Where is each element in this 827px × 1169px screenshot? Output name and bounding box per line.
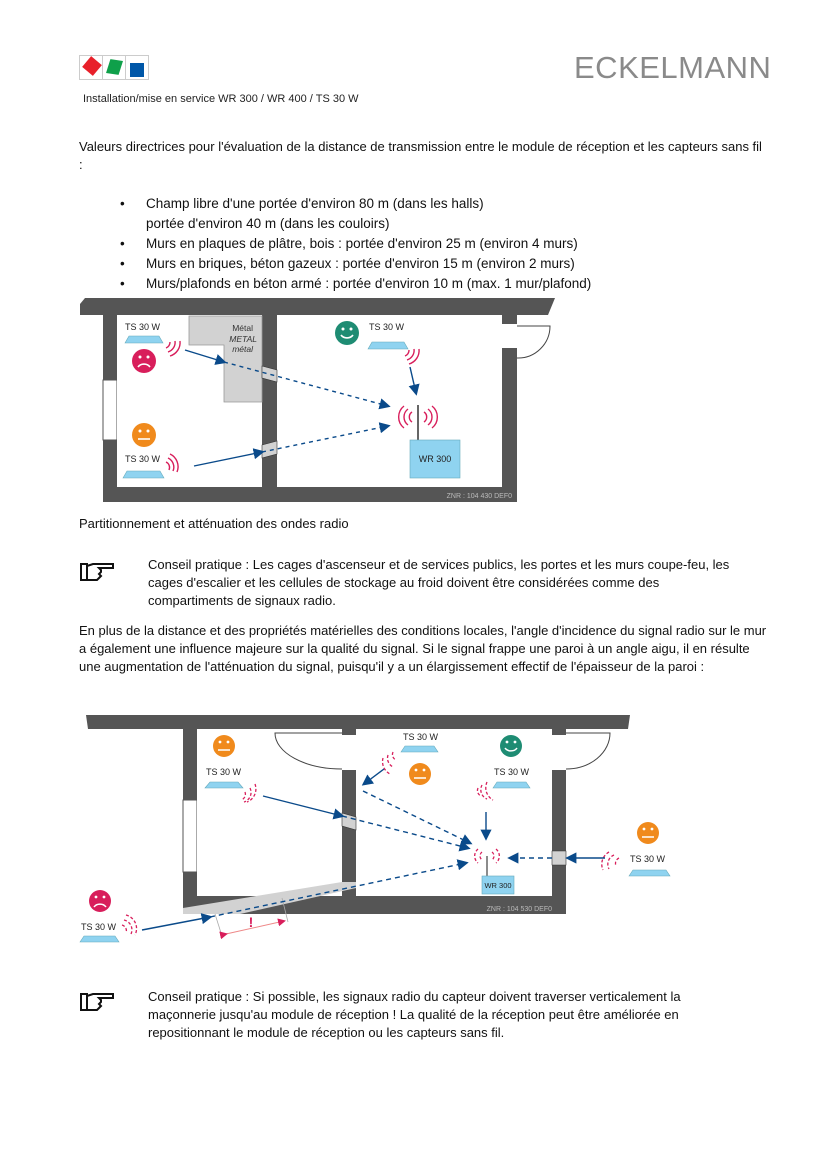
signal-arrow (361, 768, 385, 786)
figure-caption: Partitionnement et atténuation des ondes… (79, 516, 349, 531)
door-swing (516, 325, 551, 359)
warning-mark: ! (249, 914, 254, 930)
sensor-icon (124, 335, 164, 344)
sensor-label: TS 30 W (206, 767, 242, 777)
signal-waves-icon (121, 751, 620, 936)
signal-arrow (184, 349, 227, 365)
incidence-angle-paragraph: En plus de la distance et des propriétés… (79, 623, 767, 674)
list-item: •Murs en plaques de plâtre, bois : porté… (120, 236, 578, 251)
sensor-label: TS 30 W (494, 767, 530, 777)
drawing-number: ZNR : 104 530 DEF0 (487, 906, 552, 913)
signal-arrow (141, 913, 213, 931)
document-subtitle: Installation/mise en service WR 300 / WR… (83, 93, 359, 105)
neutral-face-icon (637, 822, 659, 844)
list-item-text: Murs en briques, béton gazeux : portée d… (146, 256, 575, 271)
metal-label: METAL (229, 334, 257, 344)
sensor-icon (367, 341, 409, 350)
neutral-face-icon (213, 735, 235, 757)
door-swing (274, 732, 343, 770)
neutral-face-icon (409, 763, 431, 785)
list-item: •Murs en briques, béton gazeux : portée … (120, 256, 575, 271)
receiver-waves-icon (474, 848, 500, 864)
signal-waves-icon (165, 340, 420, 473)
sensor-icon (492, 781, 531, 789)
ceiling-slab (86, 715, 630, 729)
sensor-label: TS 30 W (369, 322, 405, 332)
sad-face-icon (132, 349, 156, 373)
thickness-dimension (219, 918, 286, 940)
list-item: •Champ libre d'une portée d'environ 80 m… (120, 196, 484, 231)
signal-arrow (193, 448, 265, 467)
sensor-icon (204, 781, 244, 789)
neutral-face-icon (132, 423, 156, 447)
middle-wall (342, 770, 356, 896)
range-guideline-list: •Champ libre d'une portée d'environ 80 m… (120, 194, 591, 294)
signal-arrow-attenuated (209, 859, 469, 918)
list-item-text: Murs en plaques de plâtre, bois : portée… (146, 236, 578, 251)
sensor-icon (122, 470, 165, 479)
receiver-waves-icon (398, 405, 438, 429)
pointing-hand-icon (80, 563, 114, 581)
sensor-label: TS 30 W (81, 922, 117, 932)
sensor-label: TS 30 W (630, 854, 666, 864)
signal-arrow (262, 795, 345, 820)
window (182, 799, 198, 873)
angled-wall-penetration (183, 882, 356, 914)
wall-penetration (261, 365, 278, 383)
happy-face-icon (500, 735, 522, 757)
sensor-label: TS 30 W (125, 454, 161, 464)
right-wall (502, 315, 517, 487)
receiver-label: WR 300 (419, 454, 452, 464)
happy-face-icon (335, 321, 359, 345)
wall-penetration (551, 850, 567, 866)
metal-label: Métal (232, 323, 253, 333)
door-swing (565, 732, 611, 770)
intro-paragraph: Valeurs directrices pour l'évaluation de… (79, 139, 762, 172)
brand-name: ECKELMANN (574, 50, 772, 85)
list-item-text: Champ libre d'une portée d'environ 80 m … (146, 196, 484, 211)
signal-arrow-attenuated (341, 815, 471, 852)
practical-tip: Conseil pratique : Les cages d'ascenseur… (148, 557, 730, 608)
logo-blue-square (126, 56, 148, 79)
list-item-text: Murs/plafonds en béton armé : portée d'e… (146, 276, 592, 291)
middle-wall (262, 315, 277, 487)
ceiling-slab (80, 298, 555, 315)
sensor-label: TS 30 W (403, 732, 439, 742)
signal-arrow-attenuated (362, 790, 473, 845)
floor-wall (103, 487, 517, 502)
right-wall (552, 770, 566, 896)
diagram-partitioning: Métal METAL métal TS 30 W TS 30 W TS 30 … (80, 298, 555, 502)
window (102, 379, 118, 441)
practical-tip: Conseil pratique : Si possible, les sign… (148, 989, 681, 1040)
list-item: •Murs/plafonds en béton armé : portée d'… (120, 276, 592, 291)
receiver-label: WR 300 (484, 881, 511, 890)
receiver-module (481, 875, 515, 895)
logo-green-square (103, 56, 126, 79)
company-logo (79, 55, 149, 80)
pointing-hand-icon (80, 993, 114, 1011)
receiver-module (409, 439, 461, 479)
sensor-icon (79, 935, 120, 943)
signal-arrow-attenuated (261, 422, 391, 453)
door-opening (502, 324, 517, 348)
list-item-text-continued: portée d'environ 40 m (dans les couloirs… (146, 216, 390, 231)
metal-label: métal (232, 344, 254, 354)
sad-face-icon (89, 890, 111, 912)
sensor-label: TS 30 W (125, 322, 161, 332)
diagram-incidence-angle: ! TS 30 W TS 30 W TS 30 W TS 30 W TS 30 … (79, 715, 671, 943)
logo-red-square (80, 56, 103, 79)
sensor-icon (400, 745, 439, 753)
signal-arrow (408, 366, 420, 396)
drawing-number: ZNR : 104 430 DEF0 (447, 493, 512, 500)
sensor-icon (628, 869, 671, 877)
